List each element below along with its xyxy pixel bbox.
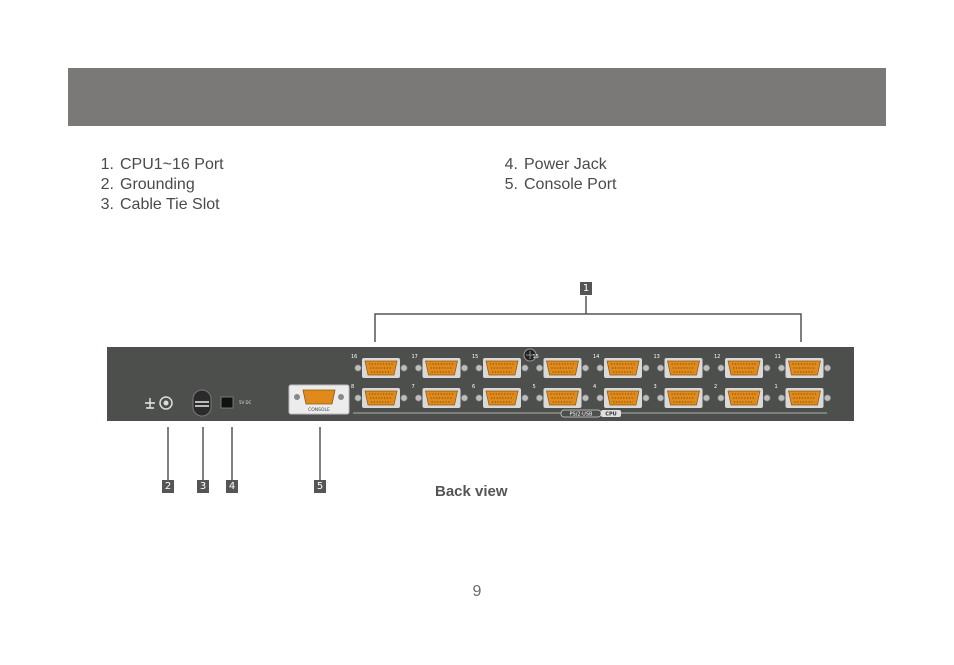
legend-item-console-port: 5. Console Port (492, 175, 617, 195)
power-label: 5V DC (239, 400, 252, 405)
cpu-label: CPU (605, 412, 616, 418)
bus-label-group: PS/2·USB CPU (560, 409, 621, 418)
port-number-label: 11 (775, 354, 781, 360)
cpu-port: 4 (593, 384, 650, 408)
callout-5: 5 (314, 480, 326, 493)
legend-item-cable-tie-slot: 3. Cable Tie Slot (88, 195, 224, 215)
cpu-port: 1 (775, 384, 831, 408)
legend-label: CPU1~16 Port (120, 156, 224, 173)
cpu-port: 6 (472, 384, 529, 408)
port-number-label: 16 (351, 354, 357, 360)
callout-4: 4 (226, 480, 238, 493)
legend-number: 4. (504, 156, 518, 173)
cpu-port: 5 (533, 384, 589, 408)
legend-label: Grounding (120, 176, 195, 193)
cpu-port: 2 (714, 384, 771, 408)
port-number-label: 15 (533, 354, 539, 360)
callout-2: 2 (162, 480, 174, 493)
ground-icon (145, 398, 155, 409)
legend-number: 2. (100, 176, 114, 193)
cpu-port: 16 (351, 354, 408, 378)
legend-number: 5. (504, 176, 518, 193)
port-number-label: 7 (412, 384, 415, 390)
legend-label: Cable Tie Slot (120, 196, 220, 213)
port-number-label: 2 (714, 384, 717, 390)
port-number-label: 14 (593, 354, 599, 360)
legend-item-cpu-port: 1. CPU1~16 Port (88, 155, 224, 175)
power-jack: 5V DC (220, 396, 252, 409)
legend-list-right: 4. Power Jack 5. Console Port (492, 155, 617, 195)
cpu-port: 14 (593, 354, 650, 378)
legend-number: 1. (100, 156, 114, 173)
port-number-label: 5 (533, 384, 536, 390)
port-number-label: 17 (412, 354, 418, 360)
cpu-port: 8 (351, 384, 408, 408)
legend-number: 3. (100, 196, 114, 213)
port-number-label: 4 (593, 384, 596, 390)
legend-item-grounding: 2. Grounding (88, 175, 224, 195)
cpu-port-array: 16 17 15 15 14 13 12 11 8 7 6 5 4 3 2 1 (351, 354, 831, 408)
legend-label: Console Port (524, 176, 617, 193)
cpu-port: 12 (714, 354, 771, 378)
cpu-port: 11 (775, 354, 831, 378)
cpu-port: 15 (533, 354, 589, 378)
cable-tie-slot (192, 389, 212, 417)
port-divider-knob (523, 348, 537, 362)
cpu-port: 17 (412, 354, 468, 378)
cpu-port: 15 (472, 354, 529, 378)
cpu-port: 7 (412, 384, 468, 408)
legend-label: Power Jack (524, 156, 607, 173)
grounding-terminal (145, 396, 173, 410)
callout-1: 1 (580, 282, 592, 295)
port-number-label: 1 (775, 384, 778, 390)
bus-label: PS/2·USB (570, 412, 593, 418)
port-number-label: 8 (351, 384, 354, 390)
port-number-label: 6 (472, 384, 475, 390)
header-band (68, 68, 886, 126)
port-number-label: 15 (472, 354, 478, 360)
legend-list-left: 1. CPU1~16 Port 2. Grounding 3. Cable Tie S… (88, 155, 224, 215)
port-number-label: 12 (714, 354, 720, 360)
page-number: 9 (472, 583, 482, 600)
port-number-label: 13 (654, 354, 660, 360)
port-number-label: 3 (654, 384, 657, 390)
figure-caption: Back view (435, 483, 508, 500)
console-port: CONSOLE (288, 384, 350, 415)
cpu-port: 3 (654, 384, 710, 408)
cpu-port: 13 (654, 354, 710, 378)
callout-3: 3 (197, 480, 209, 493)
legend-item-power-jack: 4. Power Jack (492, 155, 617, 175)
console-label: CONSOLE (308, 407, 330, 413)
